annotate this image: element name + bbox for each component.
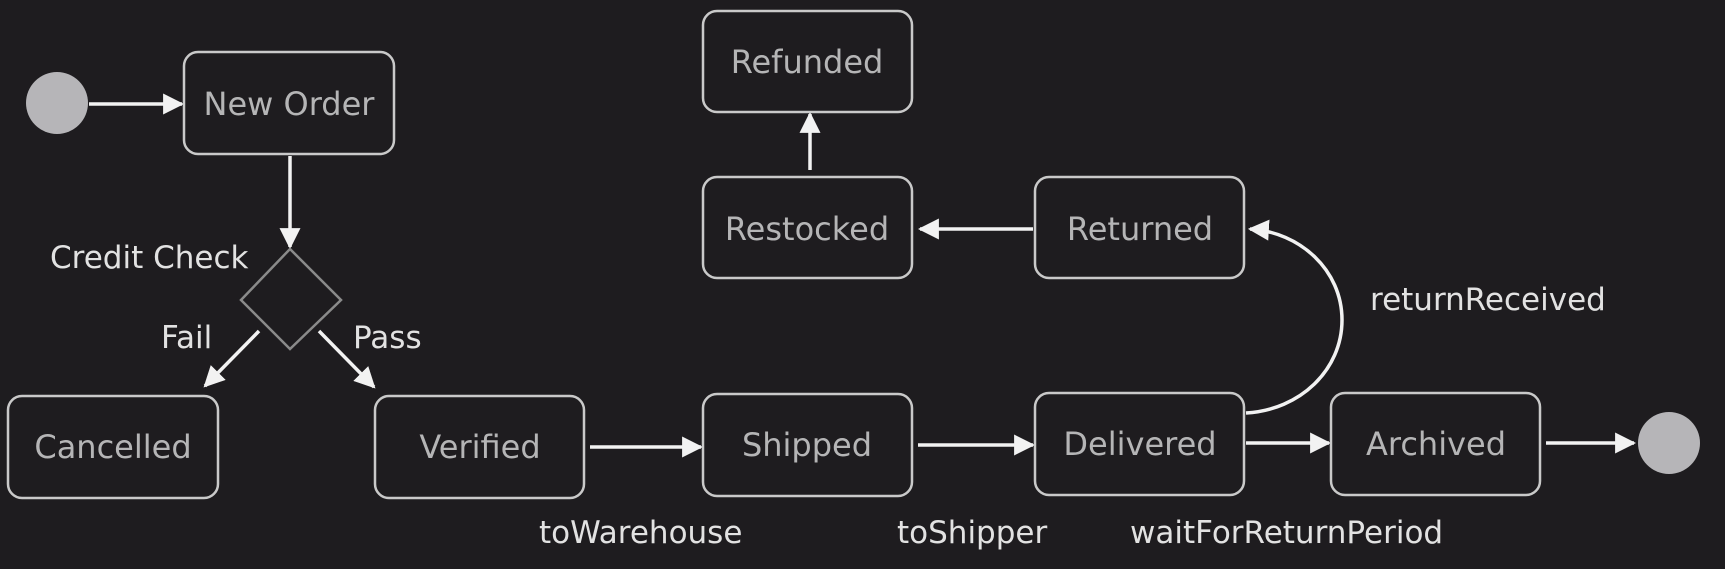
state-restocked[interactable]: Restocked [701, 175, 914, 280]
state-shipped[interactable]: Shipped [701, 392, 914, 498]
credit-check-choice [239, 247, 343, 351]
pass-label: Pass [353, 320, 422, 356]
fail-label: Fail [161, 320, 212, 356]
label-return-received: returnReceived [1370, 282, 1606, 318]
state-verified[interactable]: Verified [373, 394, 586, 500]
edge-fail-to-cancelled [203, 329, 261, 388]
state-shipped-label: Shipped [742, 426, 872, 464]
label-to-warehouse: toWarehouse [539, 515, 742, 551]
state-archived[interactable]: Archived [1329, 391, 1542, 497]
edge-delivered-to-returned [1245, 219, 1344, 415]
state-new-order[interactable]: New Order [182, 50, 396, 156]
edge-pass-to-verified [317, 329, 376, 389]
final-state [1638, 412, 1700, 474]
state-verified-label: Verified [419, 428, 540, 466]
state-archived-label: Archived [1366, 425, 1506, 463]
state-new-order-label: New Order [204, 85, 376, 123]
state-restocked-label: Restocked [725, 210, 889, 248]
initial-state [26, 72, 88, 134]
state-cancelled-label: Cancelled [34, 428, 191, 466]
state-returned[interactable]: Returned [1033, 175, 1246, 280]
state-refunded[interactable]: Refunded [701, 9, 914, 114]
label-to-shipper: toShipper [897, 515, 1047, 551]
state-returned-label: Returned [1067, 210, 1213, 248]
state-delivered[interactable]: Delivered [1033, 391, 1246, 497]
credit-check-label: Credit Check [50, 240, 248, 276]
label-wait-for-return-period: waitForReturnPeriod [1130, 515, 1443, 551]
state-delivered-label: Delivered [1063, 425, 1216, 463]
state-cancelled[interactable]: Cancelled [6, 394, 220, 500]
state-refunded-label: Refunded [731, 43, 884, 81]
